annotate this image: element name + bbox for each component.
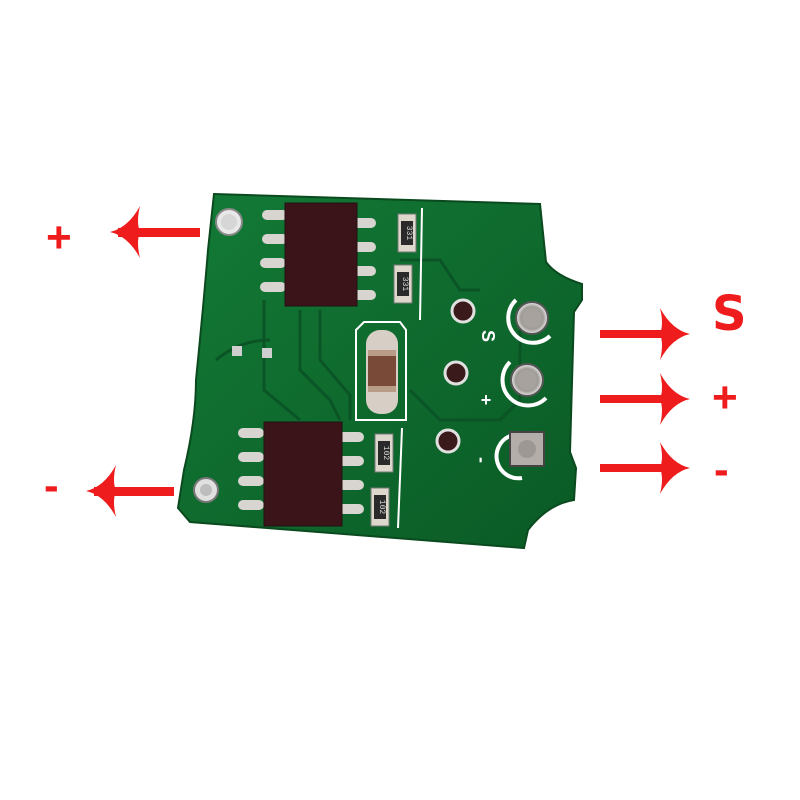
right-plus-label: + xyxy=(712,373,738,422)
right-s-label: S xyxy=(712,286,747,342)
svg-text:331: 331 xyxy=(400,277,409,292)
left-plus-label: + xyxy=(46,213,72,262)
silk-s-label: S xyxy=(478,330,498,342)
resistor-r3: 102 xyxy=(374,433,394,473)
via-2 xyxy=(443,360,469,386)
resistor-r2: 331 xyxy=(393,264,413,304)
chip-top xyxy=(260,202,376,307)
svg-text:102: 102 xyxy=(381,446,390,461)
capacitor xyxy=(366,330,398,414)
via-1 xyxy=(450,298,476,324)
left-minus-label: - xyxy=(44,461,59,510)
chip-bottom xyxy=(238,421,364,527)
svg-text:331: 331 xyxy=(404,226,413,241)
resistor-r1: 331 xyxy=(397,213,417,253)
resistor-r4: 102 xyxy=(370,487,390,527)
svg-text:102: 102 xyxy=(377,500,386,515)
via-3 xyxy=(435,428,461,454)
right-minus-label: - xyxy=(714,445,729,494)
silk-plus-label: + xyxy=(481,390,492,410)
silk-minus-label: - xyxy=(472,457,492,463)
